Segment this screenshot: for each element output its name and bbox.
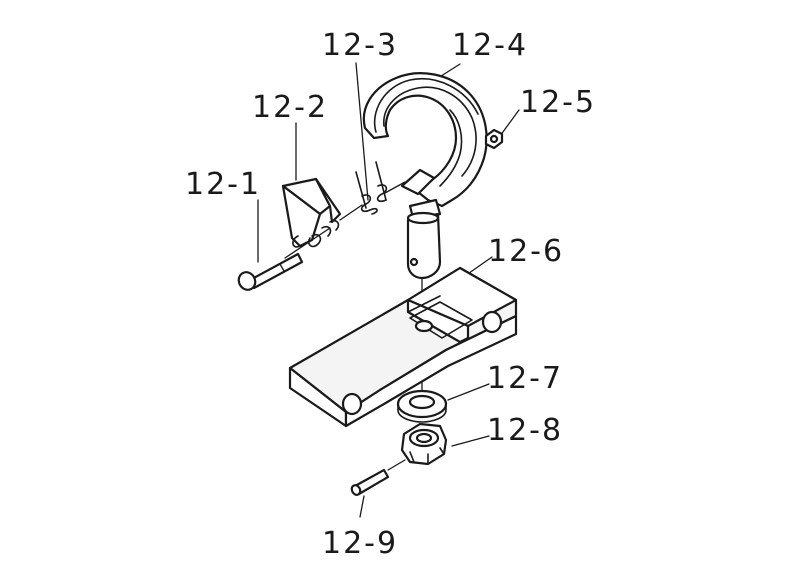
label-12-8: 12-8	[487, 413, 563, 448]
springs-12-3	[355, 161, 388, 215]
label-12-6: 12-6	[488, 234, 564, 269]
label-12-5: 12-5	[520, 85, 596, 120]
beam-12-6	[288, 266, 518, 428]
latch-bracket-12-2	[281, 177, 342, 248]
cotter-pin-12-9	[350, 468, 390, 496]
leader-12-9	[359, 495, 365, 518]
label-12-9: 12-9	[322, 526, 398, 561]
leader-12-3	[355, 62, 369, 201]
bolt-12-1	[237, 252, 304, 291]
leader-lines	[257, 62, 520, 518]
label-12-3: 12-3	[322, 28, 398, 63]
leader-12-7	[447, 383, 490, 401]
leader-12-8	[451, 435, 490, 447]
washer-12-7	[396, 389, 448, 423]
small-nut-12-5	[484, 128, 504, 150]
leader-12-5	[499, 109, 520, 137]
castle-nut-12-8	[400, 422, 448, 466]
label-12-1: 12-1	[185, 167, 261, 202]
label-12-7: 12-7	[487, 361, 563, 396]
label-12-4: 12-4	[452, 28, 528, 63]
label-12-2: 12-2	[252, 90, 328, 125]
hook-12-4	[362, 72, 488, 280]
